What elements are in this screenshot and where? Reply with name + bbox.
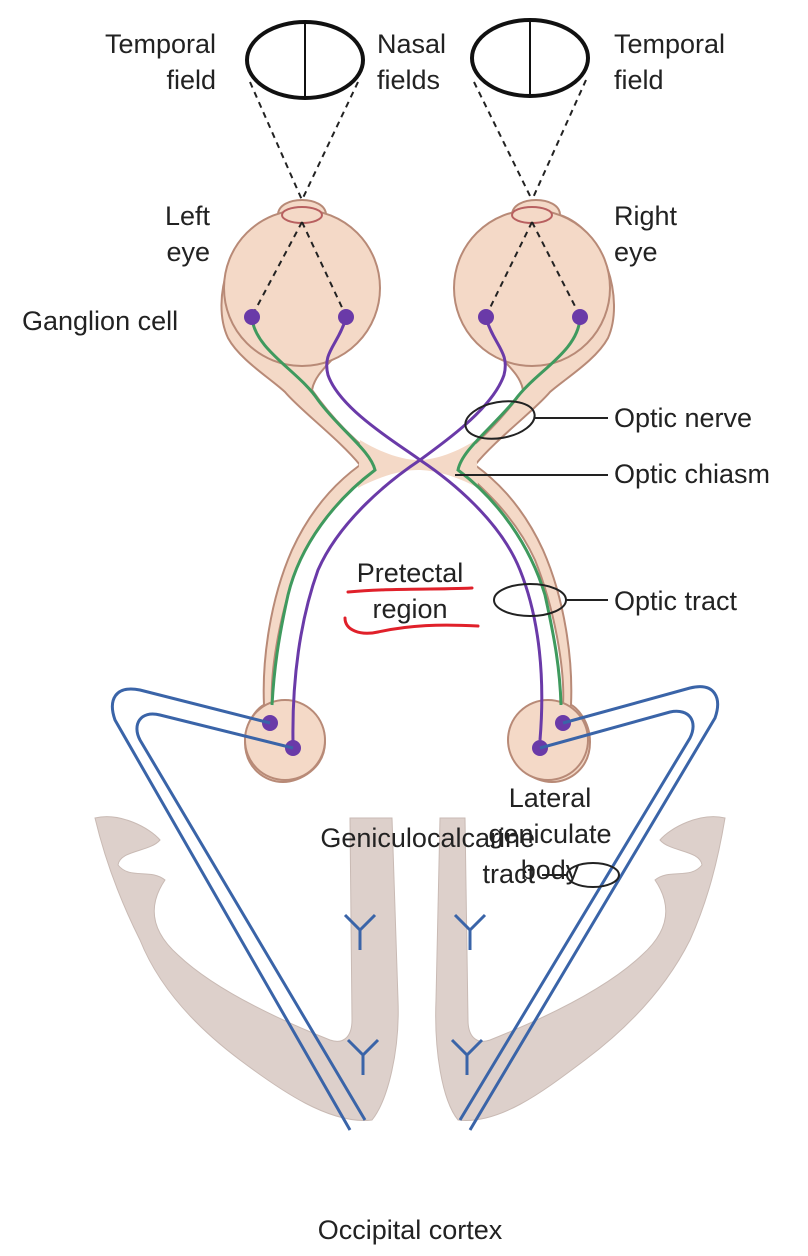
label-optic-tract: Optic tract — [614, 583, 737, 619]
right-nasal-fiber — [293, 318, 505, 742]
label-temporal-field-left: Temporal field — [48, 26, 216, 98]
right-eyeball — [454, 210, 610, 366]
label-optic-nerve: Optic nerve — [614, 400, 752, 436]
right-lens — [512, 207, 552, 223]
label-temporal-field-right: Temporal field — [614, 26, 725, 98]
label-ganglion-cell: Ganglion cell — [22, 303, 178, 339]
label-right-eye: Right eye — [614, 198, 677, 270]
label-optic-chiasm: Optic chiasm — [614, 456, 770, 492]
left-eyeball — [224, 210, 380, 366]
left-nasal-fiber — [327, 318, 542, 740]
label-left-eye: Left eye — [110, 198, 210, 270]
label-geniculocalcarine-tract: Geniculocalcarine tract — [270, 820, 535, 892]
left-lens — [282, 207, 322, 223]
label-pretectal-region: Pretectal region — [340, 555, 480, 627]
geniculocalcarine-radiations — [112, 687, 717, 1130]
label-nasal-fields: Nasal fields — [377, 26, 446, 98]
right-lgn — [508, 700, 588, 780]
label-occipital-cortex: Occipital cortex — [280, 1212, 540, 1248]
